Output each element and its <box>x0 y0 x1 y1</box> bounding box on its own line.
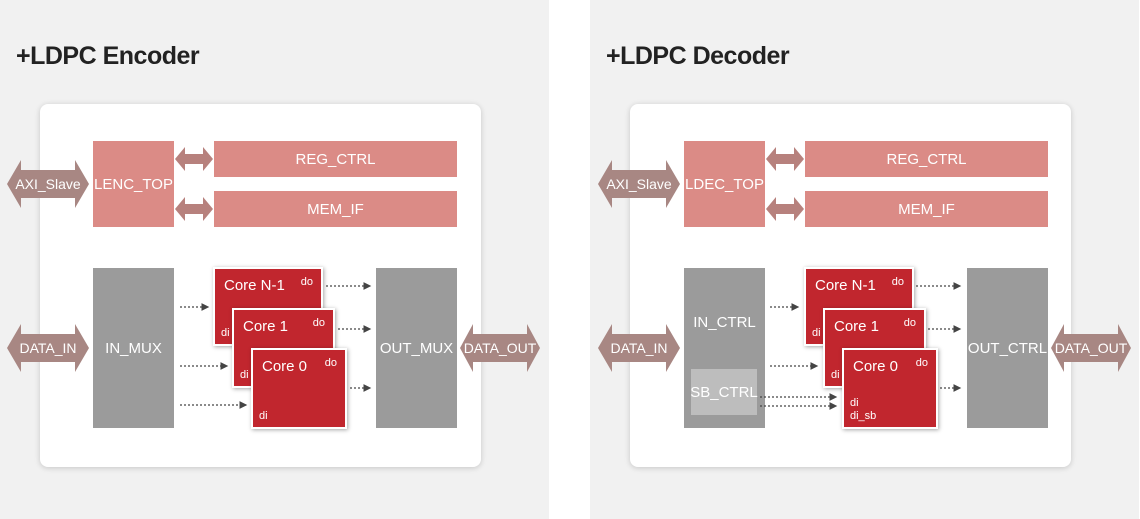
encoder-title: +LDPC Encoder <box>16 42 200 70</box>
core-di-port: di <box>221 327 230 339</box>
decoder-sb-ctrl-block: SB_CTRL <box>690 369 758 415</box>
encoder-out-mux-block: OUT_MUX <box>376 268 457 428</box>
decoder-dotted-arrows <box>760 282 962 410</box>
core-di-port: di <box>259 410 268 422</box>
encoder-in-mux-block: IN_MUX <box>93 268 174 428</box>
encoder-reg-ctrl-block: REG_CTRL <box>214 141 457 177</box>
core-name: Core 0 <box>853 358 899 375</box>
core-name: Core 1 <box>834 318 880 335</box>
decoder-data-out-arrow <box>1051 324 1131 372</box>
decoder-data-in-arrow <box>598 324 680 372</box>
decoder-data-in-label: DATA_IN <box>610 340 668 356</box>
core-name: Core N-1 <box>815 277 876 294</box>
core-do-port: do <box>324 357 337 369</box>
encoder-axi-label: AXI_Slave <box>15 176 81 192</box>
encoder-mem-bus-arrow <box>175 197 213 221</box>
decoder-mem-bus-arrow <box>766 197 804 221</box>
core-do-port: do <box>903 317 916 329</box>
encoder-core-0: Core 0 do di <box>251 348 347 429</box>
decoder-mem-if-block: MEM_IF <box>805 191 1048 227</box>
decoder-top-block: LDEC_TOP <box>684 141 765 227</box>
decoder-axi-arrow <box>598 160 680 208</box>
decoder-reg-ctrl-block: REG_CTRL <box>805 141 1048 177</box>
encoder-top-block: LENC_TOP <box>93 141 174 227</box>
decoder-data-out-label: DATA_OUT <box>1054 340 1128 356</box>
core-do-port: do <box>300 276 313 288</box>
encoder-axi-arrow <box>7 160 89 208</box>
core-di-port: di di_sb <box>850 397 876 423</box>
core-name: Core 0 <box>262 358 308 375</box>
core-di-sb-label: di_sb <box>850 410 877 422</box>
decoder-in-ctrl-label: IN_CTRL <box>693 314 756 331</box>
encoder-data-in-label: DATA_IN <box>19 340 77 356</box>
decoder-title: +LDPC Decoder <box>606 42 790 70</box>
core-name: Core N-1 <box>224 277 285 294</box>
core-do-port: do <box>915 357 928 369</box>
decoder-out-ctrl-block: OUT_CTRL <box>967 268 1048 428</box>
core-do-port: do <box>891 276 904 288</box>
core-di-port: di <box>831 369 840 381</box>
decoder-reg-bus-arrow <box>766 147 804 171</box>
encoder-data-in-arrow <box>7 324 89 372</box>
encoder-reg-bus-arrow <box>175 147 213 171</box>
core-di-label: di <box>850 397 859 409</box>
core-do-port: do <box>312 317 325 329</box>
decoder-core-0: Core 0 do di di_sb <box>842 348 938 429</box>
encoder-mem-if-block: MEM_IF <box>214 191 457 227</box>
decoder-axi-label: AXI_Slave <box>606 176 672 192</box>
core-di-port: di <box>240 369 249 381</box>
encoder-dotted-arrows <box>180 282 372 409</box>
encoder-data-out-label: DATA_OUT <box>463 340 537 356</box>
encoder-data-out-arrow <box>460 324 540 372</box>
core-name: Core 1 <box>243 318 289 335</box>
core-di-port: di <box>812 327 821 339</box>
